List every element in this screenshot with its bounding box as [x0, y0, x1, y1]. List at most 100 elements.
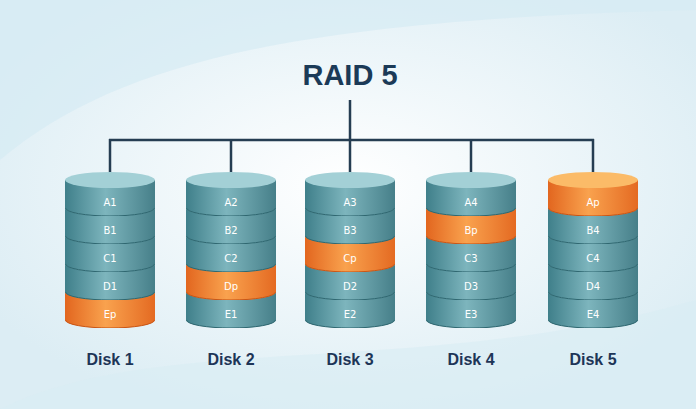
data-block: A4 [426, 172, 516, 216]
block-label: D4 [548, 279, 638, 295]
disk-label: Disk 1 [40, 348, 180, 372]
block-label: A4 [426, 195, 516, 211]
tree-line [230, 139, 233, 174]
platter-face [186, 256, 276, 272]
block-label: E2 [305, 307, 395, 323]
platter-edge [66, 320, 155, 328]
tree-line [349, 100, 352, 140]
platter-face [426, 256, 516, 272]
block-label: B4 [548, 223, 638, 239]
background-swoosh [0, 0, 696, 160]
disk-stack: Disk 3A3B3CpD2E2 [305, 172, 395, 372]
platter-shape [426, 172, 516, 216]
data-block: A2 [186, 172, 276, 216]
platter-body [548, 264, 638, 300]
block-label: C1 [65, 251, 155, 267]
platter-face [186, 172, 276, 188]
platter-face [426, 172, 516, 188]
disk-stack: Disk 1A1B1C1D1Ep [65, 172, 155, 372]
disk-stack: Disk 5ApB4C4D4E4 [548, 172, 638, 372]
platter-body [305, 292, 395, 328]
platter-body [305, 264, 395, 300]
disk-label: Disk 2 [161, 348, 301, 372]
platter-face [426, 228, 516, 244]
block-label: E4 [548, 307, 638, 323]
block-label: B2 [186, 223, 276, 239]
parity-block: Ap [548, 172, 638, 216]
block-label: B3 [305, 223, 395, 239]
block-label: C4 [548, 251, 638, 267]
platter-face [305, 256, 395, 272]
platter-body [305, 208, 395, 244]
tree-line [109, 139, 112, 174]
block-label: Bp [426, 223, 516, 239]
platter-body [426, 264, 516, 300]
disk-stack: Disk 2A2B2C2DpE1 [186, 172, 276, 372]
block-label: A2 [186, 195, 276, 211]
platter-body [548, 208, 638, 244]
platter-edge [306, 320, 395, 328]
platter-face [65, 284, 155, 300]
platter-face [548, 200, 638, 216]
disk-label: Disk 5 [523, 348, 663, 372]
block-label: Dp [186, 279, 276, 295]
disk-label: Disk 4 [401, 348, 541, 372]
platter-face [186, 284, 276, 300]
block-label: C3 [426, 251, 516, 267]
platter-face [65, 172, 155, 188]
disk-stack: Disk 4A4BpC3D3E3 [426, 172, 516, 372]
platter-face [548, 172, 638, 188]
platter-face [65, 228, 155, 244]
background-swoosh [0, 300, 696, 409]
platter-face [548, 256, 638, 272]
block-label: Cp [305, 251, 395, 267]
platter-body [426, 208, 516, 244]
platter-edge [427, 320, 516, 328]
platter-face [305, 284, 395, 300]
data-block: A3 [305, 172, 395, 216]
tree-line [109, 139, 594, 142]
platter-face [548, 284, 638, 300]
platter-shape [305, 172, 395, 216]
tree-line [349, 139, 352, 174]
platter-face [186, 228, 276, 244]
platter-shape [548, 172, 638, 216]
disk-label: Disk 3 [280, 348, 420, 372]
block-label: D3 [426, 279, 516, 295]
platter-face [186, 200, 276, 216]
platter-face [548, 228, 638, 244]
block-label: D2 [305, 279, 395, 295]
block-label: A3 [305, 195, 395, 211]
platter-face [65, 200, 155, 216]
block-label: C2 [186, 251, 276, 267]
platter-body [548, 292, 638, 328]
platter-edge [187, 320, 276, 328]
tree-line [592, 139, 595, 174]
block-label: Ap [548, 195, 638, 211]
platter-face [305, 228, 395, 244]
platter-body [305, 236, 395, 272]
platter-shape [65, 172, 155, 216]
platter-body [65, 264, 155, 300]
platter-body [65, 236, 155, 272]
platter-face [65, 256, 155, 272]
platter-body [186, 236, 276, 272]
platter-shape [186, 172, 276, 216]
block-label: D1 [65, 279, 155, 295]
platter-body [186, 208, 276, 244]
platter-body [426, 292, 516, 328]
tree-lines [109, 100, 594, 174]
platter-body [426, 236, 516, 272]
platter-body [65, 292, 155, 328]
platter-face [305, 172, 395, 188]
diagram-title: RAID 5 [200, 55, 500, 95]
block-label: Ep [65, 307, 155, 323]
block-label: B1 [65, 223, 155, 239]
platter-body [186, 292, 276, 328]
block-label: E3 [426, 307, 516, 323]
platter-face [426, 284, 516, 300]
platter-body [65, 208, 155, 244]
platter-body [186, 264, 276, 300]
